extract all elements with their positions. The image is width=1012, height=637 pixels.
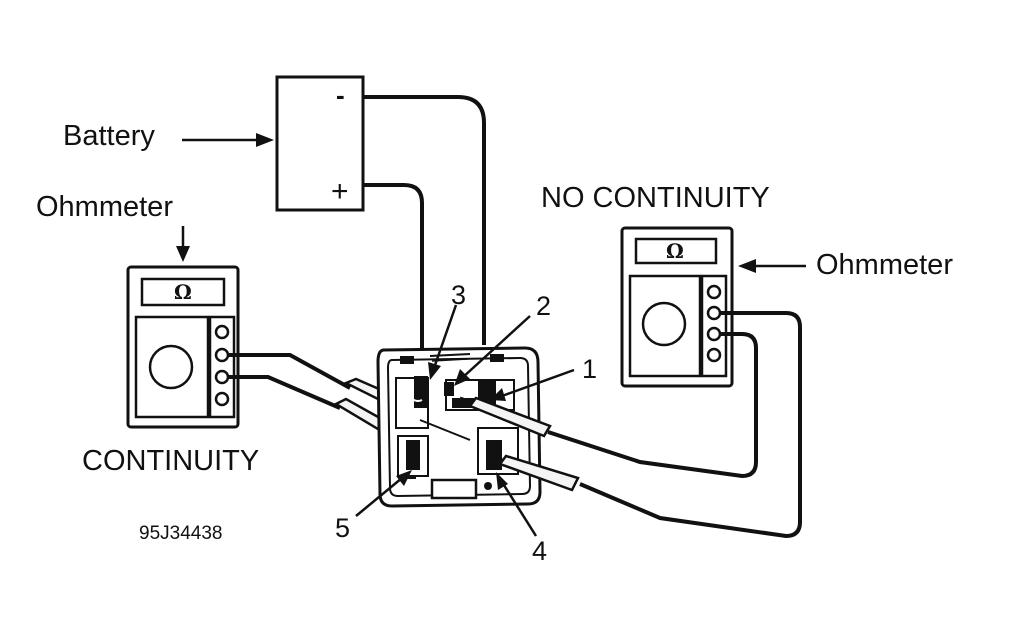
ohmmeter-right-omega-icon: Ω [666, 239, 684, 263]
ohmmeter-left-label-arrow [176, 226, 190, 262]
battery-negative-symbol: - [336, 80, 345, 110]
ohmmeter-right-label-arrow [738, 259, 806, 273]
terminal-5 [406, 440, 420, 470]
terminal-number-4: 4 [532, 536, 548, 566]
connector [376, 346, 542, 508]
terminal-number-2: 2 [536, 291, 552, 321]
battery-label: Battery [63, 120, 155, 152]
terminal-number-1: 1 [582, 354, 598, 384]
ohmmeter-left-dial-icon [148, 344, 194, 390]
ohmmeter-right-label: Ohmmeter [816, 249, 953, 281]
ohmmeter-right-dial-icon [641, 301, 687, 347]
battery-negative-wire [363, 95, 486, 345]
figure-code: 95J34438 [139, 523, 223, 544]
ohmmeter-left: Ω [126, 265, 240, 429]
terminal-number-3: 3 [451, 280, 467, 310]
battery: - + [275, 75, 365, 212]
ohmmeter-left-label: Ohmmeter [36, 191, 173, 223]
terminal-3 [414, 376, 428, 408]
battery-label-arrow [182, 133, 274, 147]
ohmmeter-left-omega-icon: Ω [174, 280, 192, 304]
ohmmeter-right: Ω [620, 226, 734, 388]
terminal-number-5: 5 [335, 513, 351, 543]
battery-positive-symbol: + [331, 175, 349, 208]
battery-positive-wire [363, 183, 424, 388]
terminal-2 [444, 382, 454, 396]
ohmmeter-right-leads [459, 311, 802, 539]
no-continuity-label: NO CONTINUITY [541, 182, 770, 214]
continuity-label: CONTINUITY [82, 445, 260, 477]
terminal-leaders [355, 304, 575, 537]
terminal-4 [486, 440, 502, 470]
